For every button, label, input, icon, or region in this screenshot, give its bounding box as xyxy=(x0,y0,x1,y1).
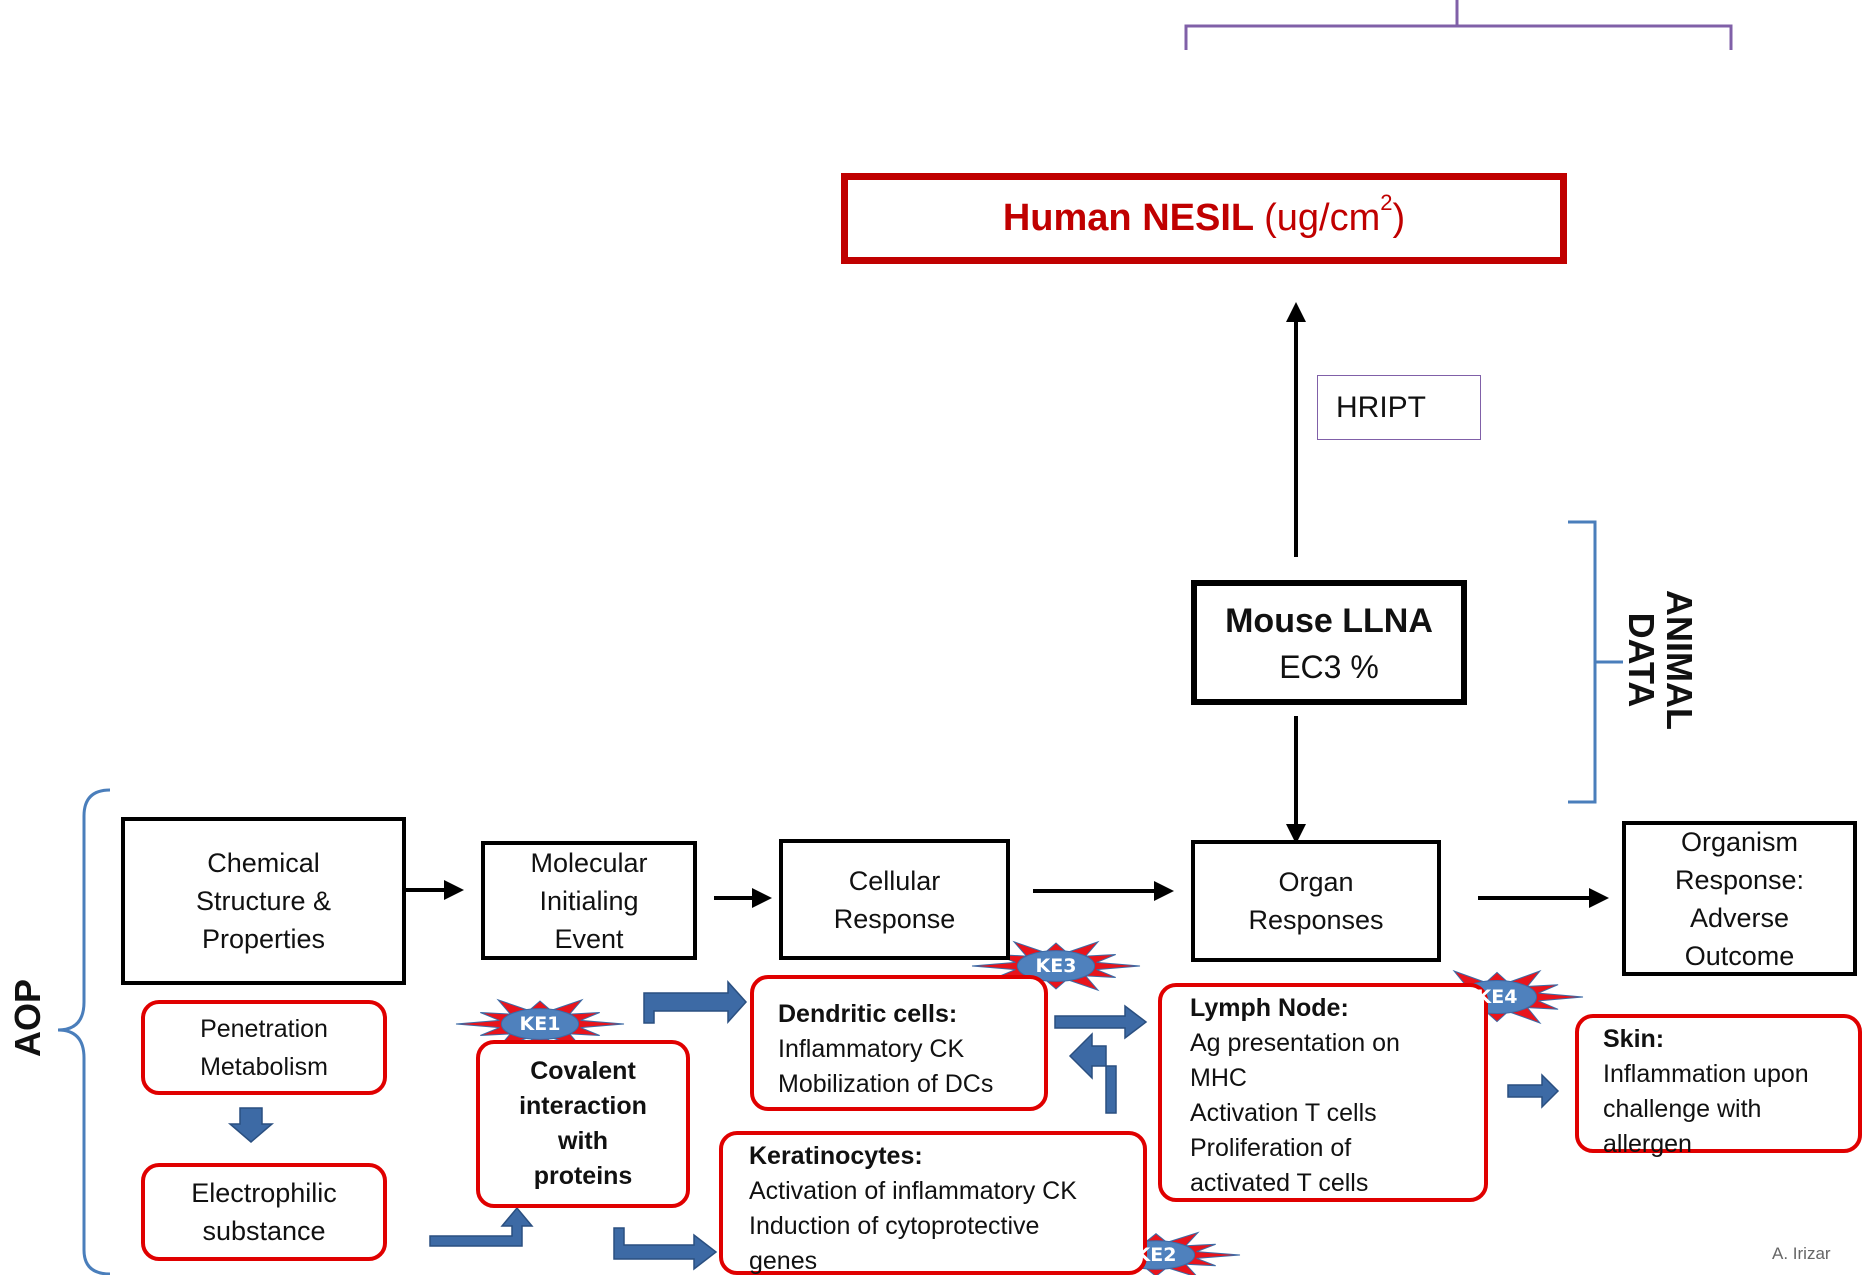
top-purple-bracket xyxy=(1184,0,1733,50)
llna-subtitle: EC3 % xyxy=(1279,648,1379,685)
blue-arrow-dendritic-to-lymph xyxy=(1054,1004,1148,1040)
stage-molecular-initiating-event: Molecular Initialing Event xyxy=(481,841,697,960)
ke3-label: KE3 xyxy=(1035,955,1077,977)
event-skin: Skin: Inflammation upon challenge with a… xyxy=(1575,1014,1862,1158)
blue-arrow-keratinocytes-to-dendritic xyxy=(1068,1032,1117,1114)
animal-data-bracket xyxy=(1568,520,1623,804)
llna-title: Mouse LLNA xyxy=(1225,601,1433,640)
event-lymph-node: Lymph Node: Ag presentation on MHC Activ… xyxy=(1158,983,1488,1202)
nesil-unit-close: ) xyxy=(1392,197,1406,239)
nesil-unit: (ug/cm xyxy=(1264,197,1381,239)
ke2-label: KE2 xyxy=(1135,1244,1177,1266)
mouse-llna-box: Mouse LLNA EC3 % xyxy=(1191,580,1467,705)
ke4-label: KE4 xyxy=(1476,986,1518,1008)
event-electrophilic-substance: Electrophilic substance xyxy=(141,1163,387,1261)
blue-arrow-electrophilic-to-covalent xyxy=(429,1206,534,1247)
event-keratinocytes: Keratinocytes: Activation of inflammator… xyxy=(719,1131,1147,1275)
author-credit: A. Irizar xyxy=(1772,1244,1831,1263)
nesil-title: Human NESIL xyxy=(1002,197,1255,239)
hript-label: HRIPT xyxy=(1336,390,1426,424)
stage-cellular-response: Cellular Response xyxy=(779,839,1010,960)
ke1-burst-badge xyxy=(500,1008,580,1040)
event-covalent-interaction: Covalent interaction with proteins xyxy=(476,1040,690,1208)
stage-chemical-structure: Chemical Structure & Properties xyxy=(121,817,406,985)
event-penetration-metabolism: Penetration Metabolism xyxy=(141,1000,387,1095)
hript-box: HRIPT xyxy=(1317,375,1481,440)
ke3-burst-badge xyxy=(1016,950,1096,982)
stage-organ-responses: Organ Responses xyxy=(1191,840,1441,962)
event-dendritic-cells: Dendritic cells: Inflammatory CK Mobiliz… xyxy=(750,975,1048,1111)
blue-arrow-lymph-to-skin xyxy=(1507,1073,1560,1109)
aop-label: AOP xyxy=(7,978,48,1058)
blue-arrow-penetration-down xyxy=(227,1107,275,1143)
stage-organism-response: Organism Response: Adverse Outcome xyxy=(1622,821,1857,976)
blue-arrow-covalent-to-dendritic xyxy=(643,980,748,1024)
nesil-unit-superscript: 2 xyxy=(1380,190,1393,215)
ke1-label: KE1 xyxy=(519,1013,561,1035)
aop-bracket xyxy=(57,788,111,1275)
animal-data-label: ANIMAL DATA xyxy=(1621,590,1700,730)
blue-arrow-covalent-to-keratinocytes xyxy=(613,1227,718,1271)
